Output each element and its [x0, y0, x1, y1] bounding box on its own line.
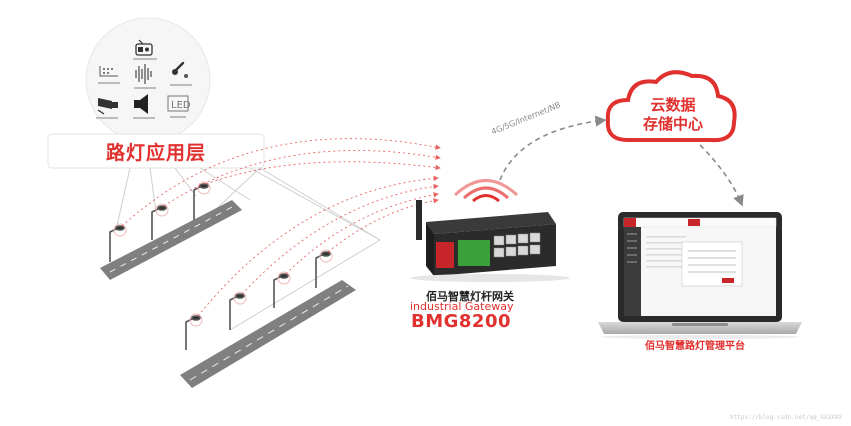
- camera-icon: [97, 98, 118, 115]
- watermark: https://blog.csdn.net/qq_XXXXXX: [730, 414, 842, 421]
- laptop: [598, 212, 802, 339]
- label-connector-lines: [115, 167, 382, 331]
- cloud-label-line1: 云数据: [650, 96, 696, 114]
- application-layer-title: 路灯应用层: [105, 141, 206, 164]
- platform-name: 佰马智慧路灯管理平台: [645, 341, 745, 352]
- radio-icon: [135, 39, 153, 56]
- gateway-name-cn: 佰马智慧灯杆网关: [426, 290, 514, 303]
- gateway-device: [410, 200, 570, 282]
- gateway-name-en: industrial Gateway: [410, 300, 514, 313]
- sound-wave-icon: [135, 64, 152, 84]
- led-screen-icon: LED: [167, 95, 191, 112]
- gateway-model: BMG8200: [411, 311, 512, 332]
- svg-text:LED: LED: [171, 100, 191, 111]
- network-links: [499, 115, 744, 207]
- upper-road: [100, 200, 242, 280]
- cloud-label: 云数据 存储中心: [623, 96, 723, 134]
- lamp-signal-links: [121, 138, 441, 317]
- cloud-label-line2: 存储中心: [642, 115, 703, 133]
- cloud-icon: [605, 70, 737, 143]
- street-lamp: [109, 183, 209, 262]
- lower-road: [180, 280, 356, 388]
- thermometer-icon: [172, 61, 188, 78]
- lamp-halos: [113, 181, 333, 327]
- grid-dots-icon: [99, 66, 118, 77]
- speaker-icon: [134, 94, 148, 114]
- street-lamp-row-lower: [185, 251, 331, 350]
- icon-caption-lines: [96, 58, 192, 119]
- wireless-signal-icon: [453, 179, 519, 203]
